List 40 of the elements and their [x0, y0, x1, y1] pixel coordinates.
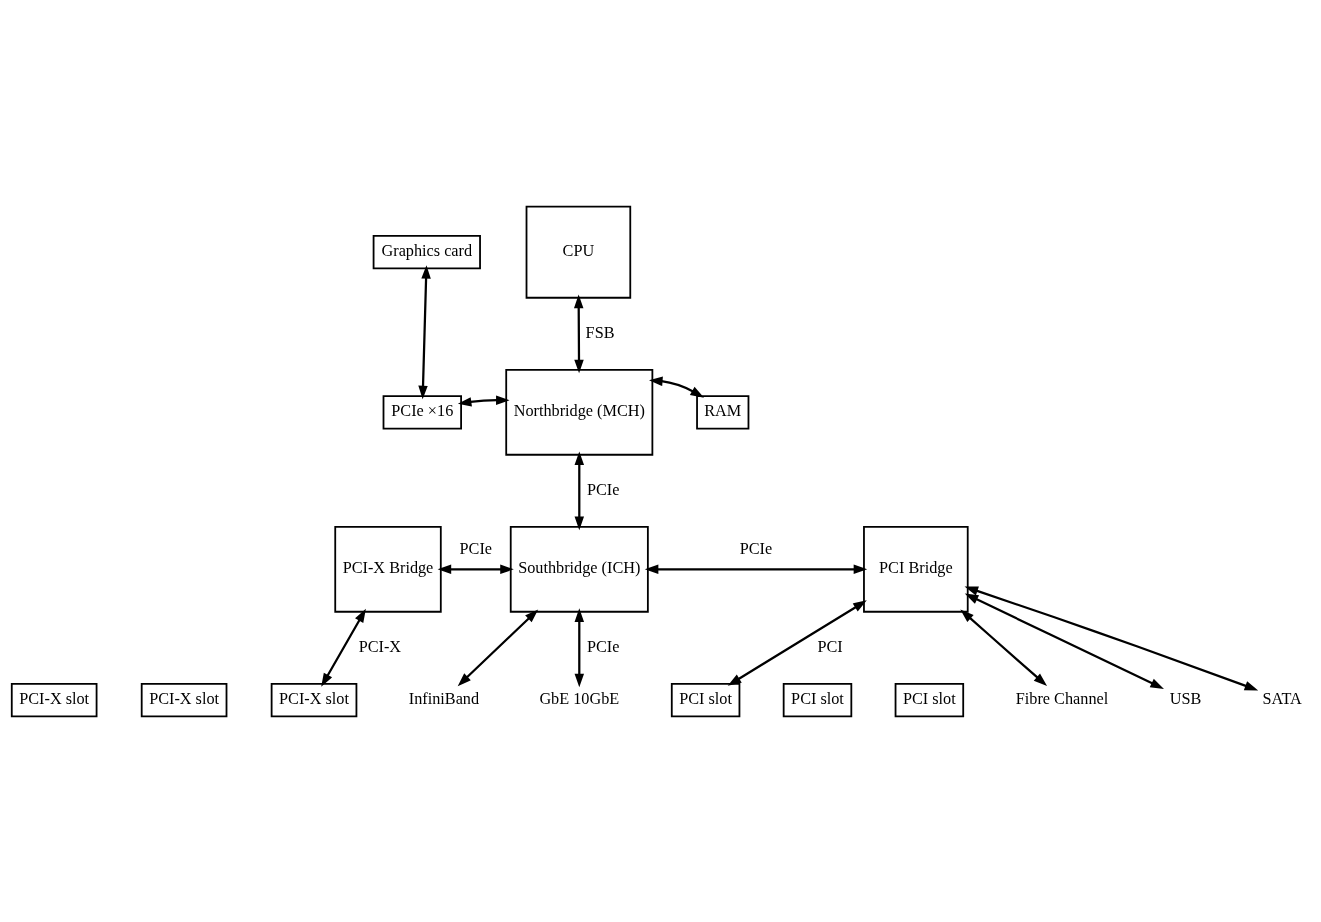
arrow	[573, 294, 584, 373]
node-text: GbE 10GbE	[539, 689, 620, 708]
arrow	[457, 394, 510, 407]
arrow	[644, 564, 868, 574]
node-box: PCI slot	[894, 682, 965, 717]
arrow	[418, 264, 431, 399]
arrow	[649, 376, 705, 398]
node-box: PCIe ×16	[382, 394, 462, 429]
arrow	[457, 608, 539, 686]
node-box: RAM	[696, 394, 750, 429]
arrow	[727, 599, 867, 686]
node-text: Fibre Channel	[1015, 689, 1109, 708]
node-text: SATA	[1262, 689, 1302, 708]
node-box: PCI-X slot	[270, 682, 358, 717]
arrow	[574, 607, 585, 687]
node-box: PCI slot	[782, 682, 853, 717]
arrow	[321, 608, 366, 687]
arrow	[964, 593, 1164, 689]
arrow	[574, 450, 585, 530]
node-text: USB	[1169, 689, 1202, 708]
node-box: PCI-X slot	[10, 682, 98, 717]
node-box: Graphics card	[372, 234, 481, 269]
edge-label: PCIe	[586, 480, 620, 499]
node-box: Southbridge (ICH)	[509, 525, 649, 613]
node-box: PCI-X slot	[140, 682, 228, 717]
node-box: Northbridge (MCH)	[505, 368, 654, 456]
node-box: PCI Bridge	[863, 525, 969, 613]
edge-label: PCIe	[586, 637, 620, 656]
arrow	[960, 609, 1048, 686]
node-text: InfiniBand	[408, 689, 480, 708]
edge-label: PCI-X	[358, 637, 402, 656]
edge-label: PCIe	[739, 539, 773, 558]
edge-label: FSB	[585, 323, 615, 342]
edge-label: PCIe	[459, 539, 492, 558]
node-box: PCI-X Bridge	[334, 525, 442, 613]
node-box: PCI slot	[670, 682, 741, 717]
arrow	[437, 564, 514, 574]
node-box: CPU	[525, 205, 632, 299]
arrow	[964, 585, 1259, 690]
edge-label: PCI	[817, 637, 843, 656]
